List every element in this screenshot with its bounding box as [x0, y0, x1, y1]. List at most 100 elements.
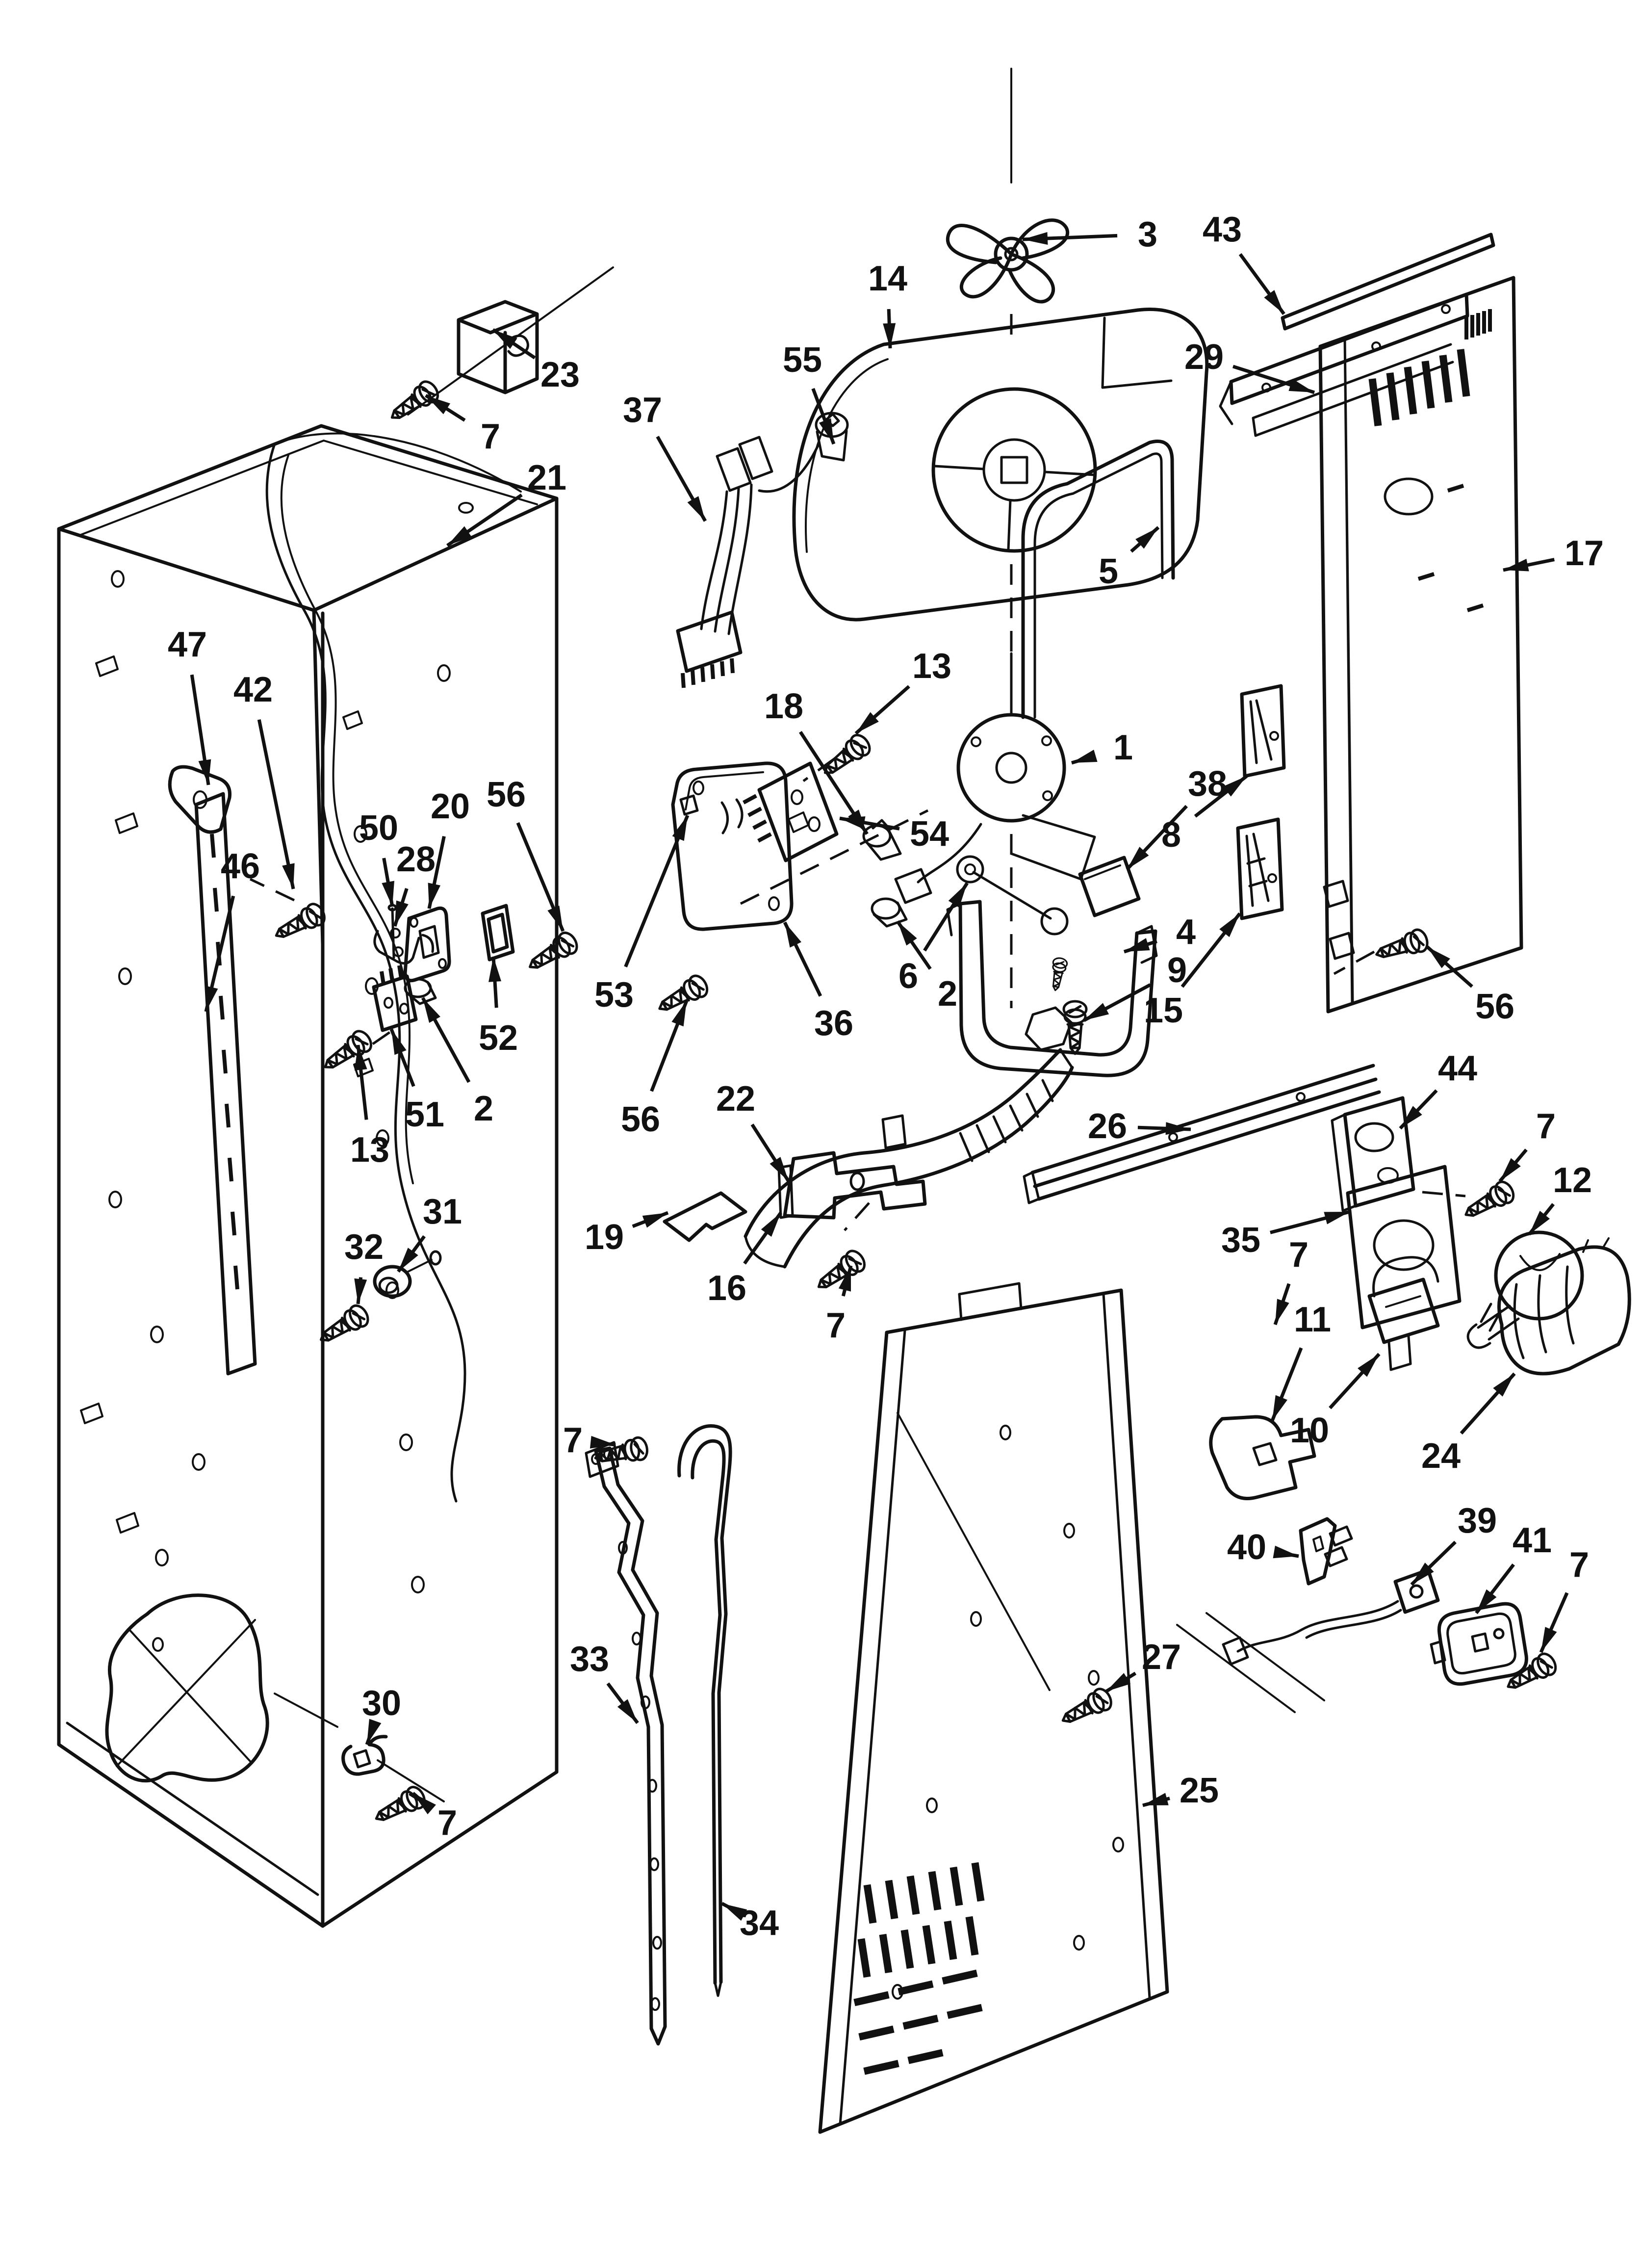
- connector-39-wires: [1236, 1600, 1402, 1653]
- callout-label-56: 56: [1475, 987, 1514, 1026]
- strip-33-holes: [618, 1541, 662, 2011]
- callout-arrow-10: [1329, 1353, 1381, 1409]
- callout-arrow-7: [838, 1265, 853, 1297]
- callout-arrow-20: [427, 836, 446, 909]
- callout-arrow-55: [811, 388, 836, 445]
- callout-label-17: 17: [1565, 534, 1604, 573]
- assembly-axis: [740, 809, 929, 905]
- callout-label-19: 19: [585, 1218, 624, 1257]
- callout-label-1: 1: [1113, 728, 1133, 767]
- bracket-16-outline: [783, 1151, 927, 1220]
- callout-label-2: 2: [938, 974, 957, 1014]
- lens-24-tabs: [1582, 1237, 1610, 1253]
- callout-arrow-56: [1426, 945, 1473, 988]
- callout-arrow-1: [1071, 750, 1098, 765]
- cabinet-holes: [108, 502, 474, 1593]
- card-19: [663, 1191, 747, 1242]
- callout-arrow-56: [516, 822, 565, 932]
- callout-arrow-50: [382, 858, 395, 907]
- callout-arrow-34: [721, 1902, 747, 1921]
- callout-label-42: 42: [233, 670, 273, 709]
- motor-shaft-boss: [995, 752, 1027, 784]
- callout-label-28: 28: [396, 840, 436, 879]
- callout-label-40: 40: [1227, 1528, 1266, 1567]
- rail-outline: [194, 792, 257, 1376]
- screw-7d-guide: [844, 1202, 870, 1231]
- callout-arrow-13: [354, 1044, 368, 1120]
- bracket-15: [1236, 817, 1284, 920]
- callout-arrow-24: [1460, 1372, 1516, 1435]
- callout-arrow-7: [1498, 1148, 1528, 1183]
- gasket-outer: [1021, 440, 1175, 719]
- center-strip-34: [677, 1424, 732, 1997]
- pad-38: [1078, 856, 1141, 917]
- bracket-16-hole: [849, 1172, 865, 1191]
- sensor-wire: [758, 444, 820, 493]
- screw-56c-guide: [1333, 950, 1375, 975]
- link-arm-6: [956, 855, 1069, 992]
- board-54-pins: [743, 794, 772, 843]
- tube-22-ribs: [959, 1079, 1054, 1162]
- callout-arrow-7: [411, 1792, 436, 1815]
- socket-clip-11: [1209, 1415, 1316, 1500]
- callout-arrow-32: [354, 1277, 367, 1304]
- callout-label-11: 11: [1294, 1300, 1331, 1339]
- callout-arrow-53: [624, 814, 690, 967]
- callout-label-21: 21: [527, 458, 566, 497]
- socket-10-prong: [1387, 1335, 1412, 1371]
- bracket-8: [1240, 684, 1286, 778]
- callout-label-32: 32: [344, 1227, 384, 1267]
- liner-cover-top: [274, 432, 522, 493]
- bracket-44-hole1: [1354, 1122, 1394, 1152]
- switch-41-rocker: [1471, 1632, 1489, 1653]
- lamp-lens-24: [1497, 1237, 1631, 1376]
- fan-blades-3: [946, 218, 1069, 304]
- callout-label-39: 39: [1458, 1501, 1497, 1540]
- callout-label-7: 7: [563, 1421, 583, 1460]
- trim-strip-43: [1281, 233, 1495, 331]
- callout-arrow-30: [365, 1719, 382, 1746]
- panel-17-dashes: [1417, 484, 1484, 612]
- callout-arrow-23: [492, 328, 536, 360]
- callout-label-30: 30: [362, 1684, 401, 1723]
- callout-label-5: 5: [1099, 552, 1118, 591]
- callout-label-27: 27: [1142, 1638, 1181, 1677]
- connector-39-plug: [1222, 1636, 1249, 1666]
- drain-tube-22: [744, 1048, 1074, 1269]
- callout-arrow-52: [488, 956, 502, 1008]
- callout-label-7: 7: [481, 417, 500, 456]
- switch-41-tab: [1430, 1640, 1446, 1665]
- callout-label-56: 56: [487, 775, 526, 814]
- board-54: [743, 731, 873, 862]
- plate-36-inner: [685, 771, 764, 810]
- bracket-40-tabs: [1324, 1525, 1353, 1567]
- callout-arrow-11: [1270, 1347, 1303, 1422]
- plate-20-cluster: [319, 904, 711, 1076]
- callout-arrow-25: [1142, 1793, 1170, 1807]
- fan-motor-1: [894, 652, 1141, 917]
- callout-label-12: 12: [1553, 1161, 1592, 1200]
- tube-22-ends: [744, 1048, 1074, 1268]
- clip-47-hole: [193, 790, 207, 809]
- callout-label-43: 43: [1203, 210, 1242, 249]
- callout-arrow-12: [1528, 1203, 1555, 1236]
- plate-36-cluster: [671, 761, 929, 931]
- callout-arrow-13: [854, 685, 910, 735]
- callout-label-41: 41: [1513, 1521, 1552, 1560]
- callout-arrow-7: [590, 1435, 616, 1449]
- callout-arrow-3: [1022, 232, 1118, 245]
- lamp-socket-10: [1367, 1256, 1440, 1371]
- callout-arrow-41: [1475, 1563, 1515, 1615]
- strip-26-end: [1023, 1171, 1040, 1204]
- strip-43-lines: [1281, 233, 1495, 331]
- access-panel-25: [818, 1282, 1169, 2134]
- callout-arrow-56: [650, 1000, 689, 1092]
- callout-arrow-28: [393, 888, 409, 927]
- callout-label-7: 7: [437, 1803, 457, 1843]
- socket-10-top: [1372, 1256, 1439, 1298]
- callout-arrow-36: [783, 921, 822, 997]
- bracket-8-ribs: [1249, 699, 1273, 764]
- callout-label-31: 31: [423, 1192, 462, 1231]
- bulb-base: [1466, 1303, 1520, 1349]
